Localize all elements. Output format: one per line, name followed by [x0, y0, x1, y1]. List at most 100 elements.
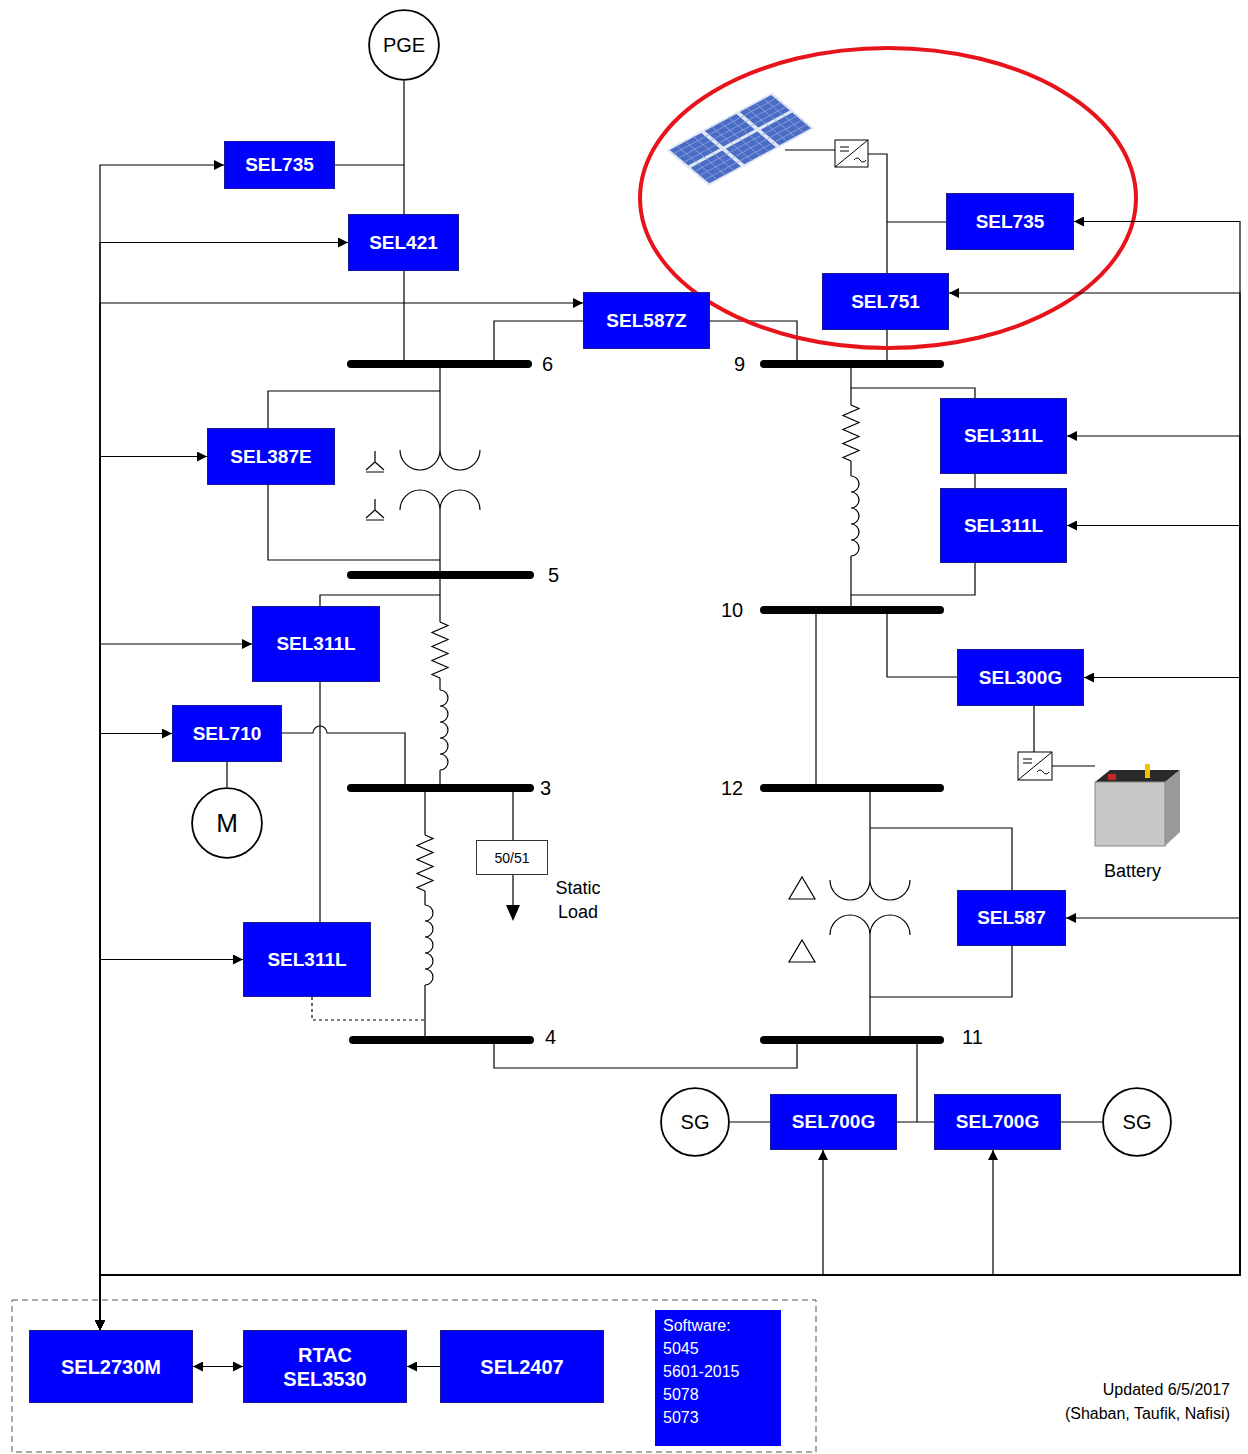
wire — [424, 788, 425, 835]
relay-box: SEL311L — [252, 606, 380, 682]
wire-connector — [1061, 1121, 1102, 1122]
relay-box: SEL300G — [957, 649, 1084, 706]
relay-box: SEL311L — [940, 398, 1067, 474]
node-text: SEL735 — [976, 210, 1045, 234]
relay-box: SEL710 — [172, 705, 282, 762]
inductor-symbol — [425, 905, 433, 985]
node-text: SEL710 — [193, 722, 262, 746]
node-text: 5078 — [663, 1383, 699, 1406]
delta-symbol — [789, 877, 815, 899]
comm-link — [100, 678, 1240, 1331]
inductor-symbol — [425, 476, 859, 985]
inductor-symbol — [440, 690, 448, 770]
inverter-symbol — [1018, 752, 1052, 780]
update-note: Updated 6/5/2017 (Shaban, Taufik, Nafisi… — [1052, 1378, 1230, 1426]
battery-icon — [1108, 774, 1116, 780]
wire-connector — [226, 762, 227, 787]
node-text: Software: — [663, 1314, 731, 1337]
wire — [785, 149, 835, 150]
comm-link — [100, 1150, 823, 1330]
comm-link — [407, 1366, 440, 1367]
wire — [512, 875, 513, 905]
wire — [335, 164, 404, 165]
relay-box: SEL587Z — [583, 292, 710, 349]
wire — [494, 1040, 797, 1068]
node-text: SEL735 — [245, 153, 314, 177]
relay-box: SEL311L — [243, 922, 371, 997]
inverter-symbol — [835, 140, 868, 167]
highlight-ellipse — [640, 48, 1136, 348]
relay-box: SEL700G — [770, 1094, 897, 1150]
wire — [870, 946, 1012, 997]
transformer-symbol — [400, 450, 910, 935]
wire — [439, 678, 440, 690]
wire — [320, 595, 440, 606]
wire — [850, 364, 851, 405]
transformer-symbol — [830, 915, 910, 935]
generator-circle: SG — [660, 1087, 730, 1157]
node-text: RTAC SEL3530 — [275, 1343, 375, 1391]
comm-link — [100, 918, 1240, 1330]
bus-bar — [764, 1036, 940, 1044]
bus-number: 12 — [721, 776, 751, 800]
comm-link — [100, 734, 172, 1331]
relay-box: SEL751 — [822, 273, 949, 330]
wire — [403, 271, 404, 364]
comm-link — [193, 1366, 243, 1367]
inductor-symbol — [851, 476, 859, 556]
comm-link — [100, 1150, 993, 1330]
relay-box: SEL700G — [934, 1094, 1061, 1150]
wire — [1052, 765, 1095, 766]
relay-box: SEL421 — [348, 214, 459, 271]
bus-bar — [351, 364, 940, 1040]
resistor-symbol — [432, 622, 448, 678]
comm-link — [100, 436, 1240, 1330]
wire — [851, 388, 975, 398]
wire — [887, 221, 946, 222]
delta-symbol — [789, 940, 815, 962]
comm-link — [100, 222, 1240, 1331]
circle-outline — [369, 10, 439, 80]
wye-symbol — [366, 499, 384, 520]
bus-number: 4 — [545, 1025, 569, 1049]
node-text: SEL387E — [230, 445, 311, 469]
circle-outline — [661, 1088, 729, 1156]
relay-box: SEL735 — [224, 141, 335, 189]
comm-link — [100, 293, 1240, 1330]
node-text: SG — [1123, 1111, 1152, 1134]
wire — [850, 556, 851, 610]
node-text: SEL2407 — [480, 1355, 563, 1379]
node-text: SEL311L — [964, 514, 1043, 538]
software-box: Software:50455601-201550785073 — [655, 1310, 781, 1446]
wire-connector — [403, 81, 404, 214]
load-label: Static Load — [542, 876, 614, 924]
generator-circle: SG — [1102, 1087, 1172, 1157]
wire — [268, 485, 440, 560]
node-text: SEL311L — [267, 948, 346, 972]
node-text: 5601-2015 — [663, 1360, 740, 1383]
wire — [916, 1040, 917, 1122]
bus-number: 6 — [542, 352, 566, 376]
relay-box: SEL311L — [940, 488, 1067, 563]
wye-symbol — [366, 451, 384, 520]
bus-bar — [351, 571, 530, 579]
wire — [512, 788, 513, 840]
wire — [494, 321, 583, 364]
bus-bar — [764, 784, 940, 792]
switch-box: SEL2730M — [29, 1330, 193, 1403]
battery-label: Battery — [1104, 859, 1184, 883]
wire — [869, 788, 870, 880]
delta-symbol — [789, 877, 815, 962]
resistor-symbol — [843, 405, 859, 461]
relay-box: SEL587 — [957, 890, 1066, 946]
inverter-symbol — [835, 140, 868, 167]
bus-number: 9 — [734, 352, 758, 376]
wire — [424, 985, 425, 1040]
comm-link — [100, 243, 348, 1331]
resistor-symbol — [417, 835, 433, 891]
wire-connector — [974, 474, 975, 488]
node-text: SEL587 — [977, 906, 1046, 930]
wye-symbol — [366, 451, 384, 472]
wire-connector — [319, 682, 320, 922]
wire — [887, 610, 957, 677]
